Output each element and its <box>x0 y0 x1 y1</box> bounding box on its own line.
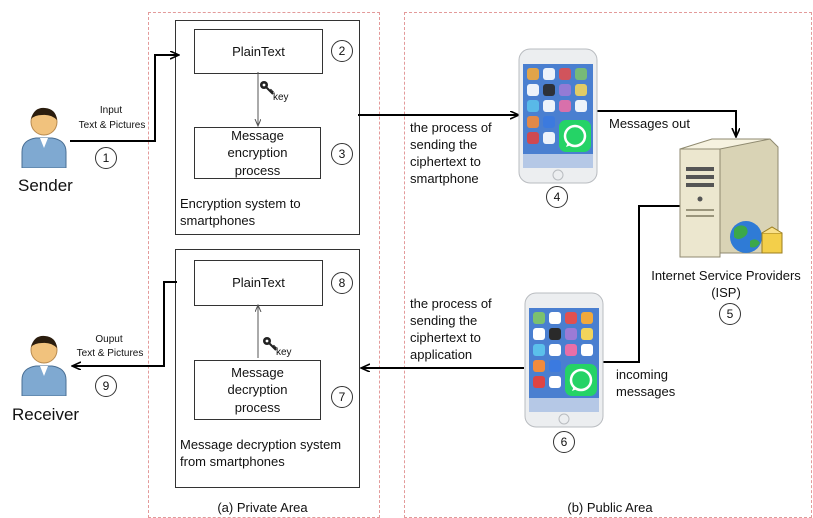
encryption-system-label: Encryption system to smartphones <box>180 196 301 228</box>
key-icon <box>259 80 275 101</box>
sender-person-icon <box>18 102 70 173</box>
encryption-process-box: Message encryption process <box>194 127 321 179</box>
messages-out-label: Messages out <box>609 116 690 131</box>
sender-input-detail: Text & Pictures <box>78 120 146 131</box>
step-5-badge: 5 <box>719 303 741 325</box>
send-to-app-label: the process of sending the ciphertext to… <box>410 296 492 362</box>
encryption-key-label: key <box>273 92 289 103</box>
sender-label: Sender <box>18 176 73 195</box>
sender-to-encryption-arrow <box>70 55 178 142</box>
step-3-badge: 3 <box>331 143 353 165</box>
decryption-system-label: Message decryption system from smartphon… <box>180 437 342 469</box>
step-9-badge: 9 <box>95 375 117 397</box>
decryption-process-box: Message decryption process <box>194 360 321 420</box>
step-7-badge: 7 <box>331 386 353 408</box>
receiver-output-title: Ouput <box>95 334 123 345</box>
send-to-phone-label: the process of sending the ciphertext to… <box>410 120 492 186</box>
incoming-messages-label: incoming messages <box>616 367 676 399</box>
receiver-person-icon <box>18 330 70 401</box>
step-8-badge: 8 <box>331 272 353 294</box>
decryption-key-label: key <box>276 347 292 358</box>
decryption-to-receiver-arrow <box>73 281 177 366</box>
private-area-label: (a) Private Area <box>217 500 308 515</box>
isp-to-phone-line <box>602 205 690 363</box>
encryption-plaintext-box: PlainText <box>194 29 323 74</box>
messages-out-arrow <box>597 110 736 136</box>
receiver-label: Receiver <box>12 405 80 424</box>
step-1-badge: 1 <box>95 147 117 169</box>
step-4-badge: 4 <box>546 186 568 208</box>
receiver-output-detail: Text & Pictures <box>76 348 144 359</box>
public-area-label: (b) Public Area <box>567 500 653 515</box>
smartphone-icon <box>518 48 598 189</box>
server-icon <box>674 137 784 270</box>
step-2-badge: 2 <box>331 40 353 62</box>
sender-input-title: Input <box>99 105 123 116</box>
key-icon <box>262 336 278 357</box>
isp-label: Internet Service Providers (ISP) <box>651 268 801 300</box>
smartphone-icon <box>524 292 604 433</box>
step-6-badge: 6 <box>553 431 575 453</box>
